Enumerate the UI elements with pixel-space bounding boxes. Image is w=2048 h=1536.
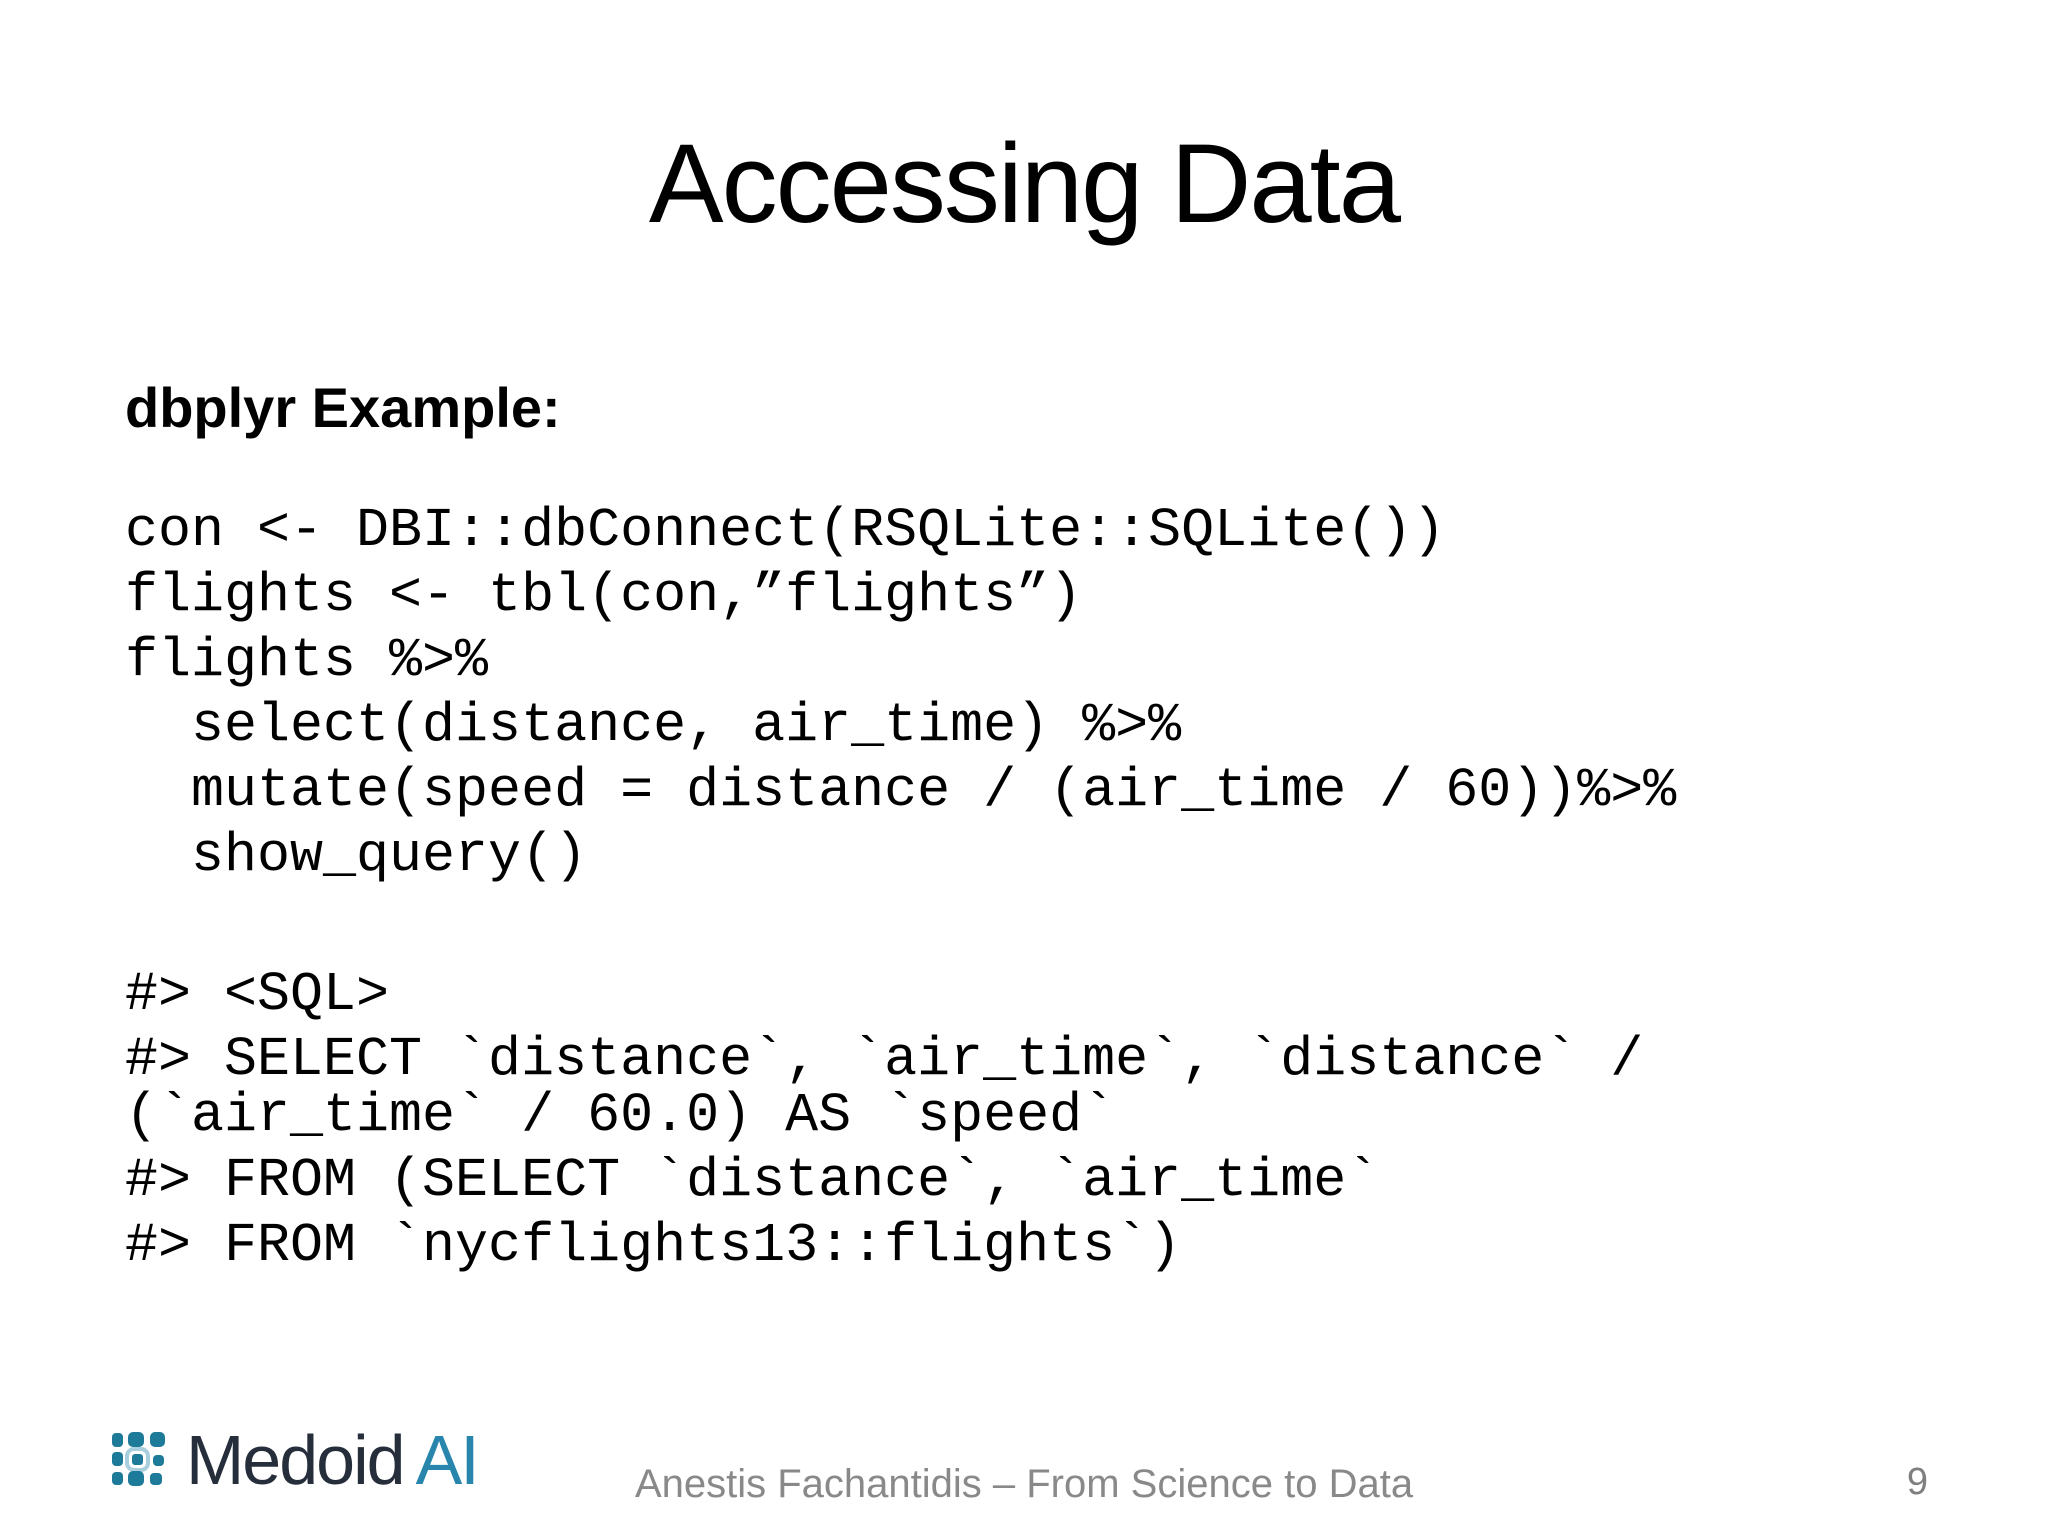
code-line: (`air_time` / 60.0) AS `speed` — [125, 1084, 1116, 1147]
code-line: #> FROM `nycflights13::flights`) — [125, 1214, 1182, 1277]
code-line: flights <- tbl(con,”flights”) — [125, 564, 1083, 627]
code-line: #> <SQL> — [125, 963, 390, 1026]
code-line: flights %>% — [125, 629, 489, 692]
code-line: con <- DBI::dbConnect(RSQLite::SQLite()) — [125, 499, 1446, 562]
code-line: mutate(speed = distance / (air_time / 60… — [125, 759, 1677, 822]
code-line: #> FROM (SELECT `distance`, `air_time` — [125, 1149, 1380, 1212]
page-title: Accessing Data — [648, 121, 1401, 246]
footer-credit: Anestis Fachantidis – From Science to Da… — [634, 1462, 1414, 1506]
logo-suffix-text: AI — [415, 1421, 480, 1499]
code-line: #> SELECT `distance`, `air_time`, `dista… — [125, 1028, 1644, 1091]
code-line: show_query() — [125, 824, 588, 887]
section-heading: dbplyr Example: — [125, 376, 561, 439]
r-code-block: con <- DBI::dbConnect(RSQLite::SQLite())… — [125, 498, 1676, 888]
page-number: 9 — [1906, 1461, 1928, 1503]
logo-brand-text: Medoid — [186, 1421, 406, 1499]
sql-output-block: #> <SQL> #> SELECT `distance`, `air_time… — [125, 962, 1643, 1278]
medoid-logo-icon — [112, 1432, 165, 1486]
code-line: select(distance, air_time) %>% — [125, 694, 1182, 757]
